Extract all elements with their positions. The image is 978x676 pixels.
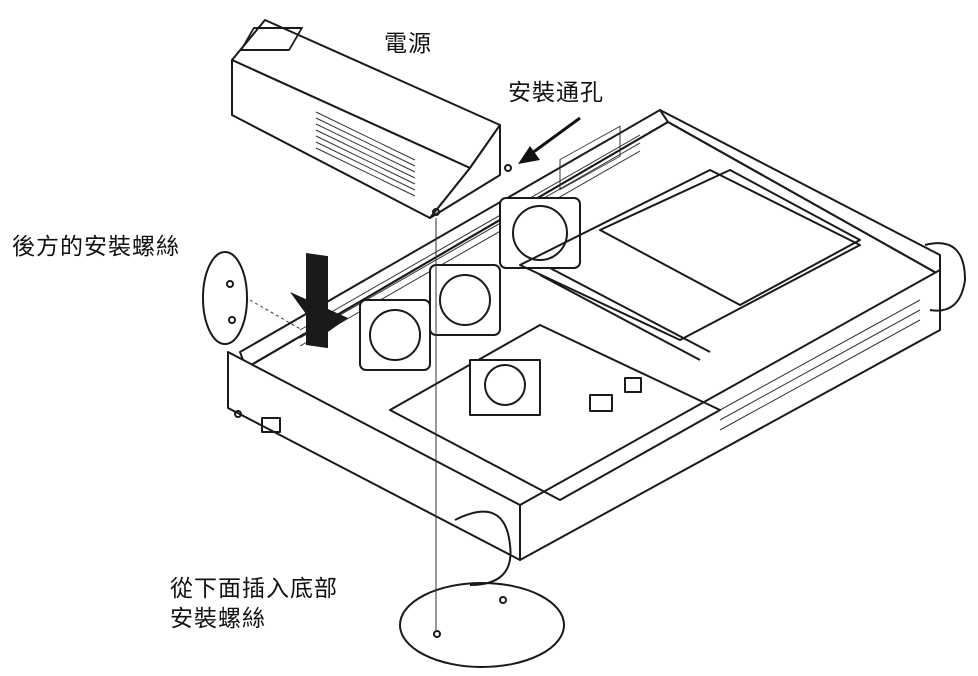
riser-and-cards [519,169,861,361]
front-handle-left [454,510,512,586]
cpu-heatsink [469,359,541,416]
power-supply-label: 電源 [384,31,432,57]
psu-vent [315,111,416,197]
mounting-holes-label: 安裝通孔 [508,80,604,106]
power-supply-unit [231,19,512,219]
chassis-label-plate [261,417,281,433]
bottom-screws-label: 從下面插入底部 安裝螺絲 [170,574,338,634]
psu-mount-hole [504,164,512,172]
bottom-screw-callout [399,218,565,668]
rear-screw-callout [202,251,303,345]
fans [359,197,581,371]
rear-vent-grille [299,134,641,347]
mounting-hole-pointer-arrow [518,116,581,164]
chassis [227,109,966,586]
front-panel-vents [559,125,921,431]
bottom-screws-label-line2: 安裝螺絲 [170,606,266,632]
front-handle-right [924,242,966,312]
rear-screws-label: 後方的安裝螺絲 [12,234,180,260]
install-direction-arrow [290,253,348,349]
bottom-screws-label-line1: 從下面插入底部 [170,576,338,602]
motherboard [389,324,721,501]
psu-mount-hole [432,208,440,216]
